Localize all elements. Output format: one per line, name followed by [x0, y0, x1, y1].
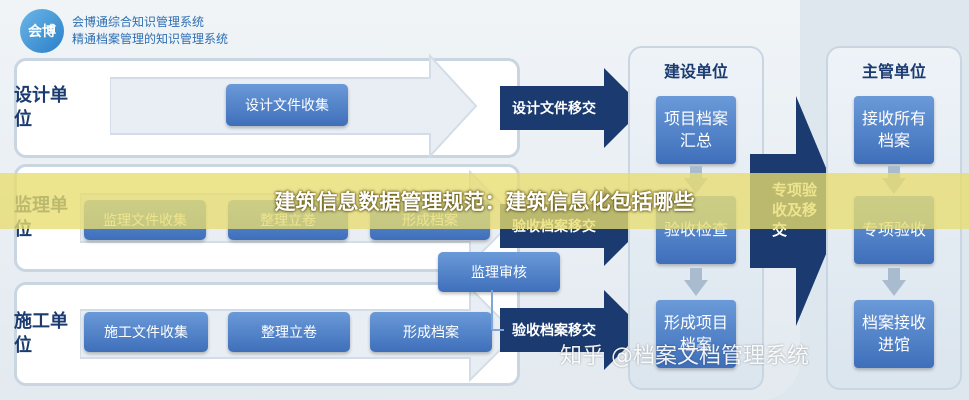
lane-label-design: 设计单位	[14, 85, 68, 130]
title-banner: 建筑信息数据管理规范：建筑信息化包括哪些	[0, 173, 969, 229]
transfer-arrow-design-icon	[500, 68, 644, 148]
box-contractor-file-collection: 施工文件收集	[84, 312, 208, 352]
down-arrow-4-icon	[882, 268, 906, 296]
transfer-label-design: 设计文件移交	[512, 101, 596, 117]
box-design-file-collection: 设计文件收集	[226, 84, 348, 126]
box-archive-intake: 档案接收进馆	[854, 300, 934, 368]
brand-name: 会博通综合知识管理系统	[72, 15, 205, 29]
banner-title: 建筑信息数据管理规范：建筑信息化包括哪些	[274, 190, 695, 214]
box-supervision-review: 监理审核	[438, 252, 560, 292]
box-project-archive-summary: 项目档案汇总	[656, 96, 736, 164]
column-authority-title: 主管单位	[861, 62, 926, 81]
lane-label-contractor: 施工单位	[14, 311, 68, 356]
review-connector-icon	[491, 290, 504, 331]
transfer-arrow-contractor-icon	[500, 290, 644, 370]
box-contractor-filing: 整理立卷	[228, 312, 350, 352]
box-receive-all-archives: 接收所有档案	[854, 96, 934, 164]
watermark-text: 知乎 @档案文档管理系统	[560, 344, 809, 369]
box-form-project-archive: 形成项目档案	[656, 300, 736, 368]
brand-header: 会博 会博通综合知识管理系统 精通档案管理的知识管理系统	[20, 8, 228, 54]
down-arrow-2-icon	[684, 268, 708, 296]
box-contractor-archive: 形成档案	[370, 312, 492, 352]
brand-logo-icon: 会博	[20, 9, 64, 53]
brand-slogan: 精通档案管理的知识管理系统	[72, 32, 229, 46]
column-construction-title: 建设单位	[663, 62, 728, 81]
transfer-label-contractor: 验收档案移交	[512, 323, 596, 339]
